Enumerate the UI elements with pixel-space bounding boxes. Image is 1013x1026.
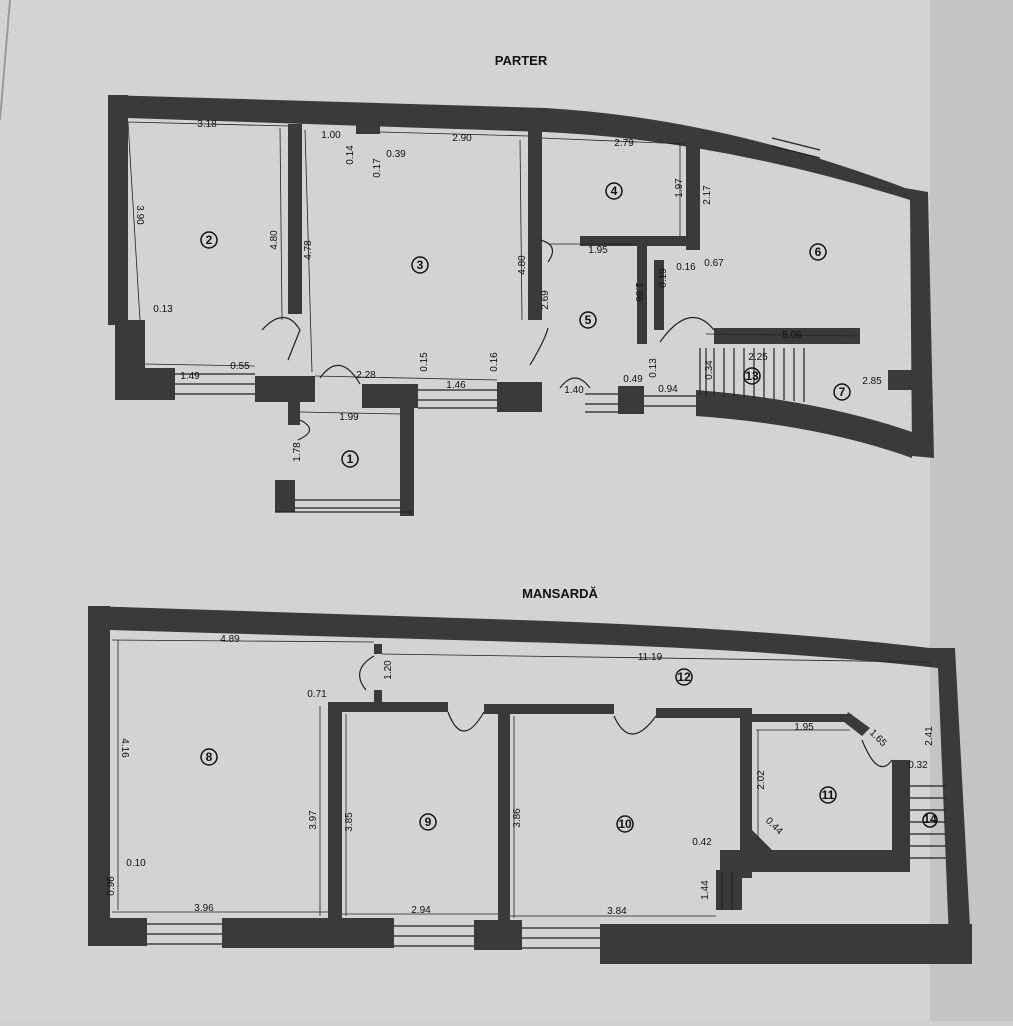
dim-label: 4.89: [220, 634, 240, 645]
dim-label: 0.42: [692, 837, 712, 848]
dim-label: 3.90: [134, 205, 145, 225]
dim-label: 3.84: [607, 906, 627, 917]
dim-label: 3.96: [194, 903, 214, 914]
dim-label: 1.95: [794, 722, 814, 733]
dim-label: 1.99: [339, 412, 359, 423]
dim-label: 0.15: [419, 352, 430, 372]
dim-label: 2.02: [756, 770, 767, 790]
room-11-label: 11: [822, 788, 835, 802]
dim-label: 0.16: [489, 352, 500, 372]
dim-label: 2.28: [356, 370, 376, 381]
room-14-label: 14: [923, 812, 937, 826]
dim-label: 0.55: [230, 361, 250, 372]
dim-label: 2.85: [862, 376, 882, 387]
dim-label: 0.39: [386, 149, 406, 160]
dim-label: 0.13: [153, 304, 173, 315]
room-5-label: 5: [585, 313, 592, 327]
dim-label: 2.94: [411, 905, 431, 916]
dim-label: 2.79: [614, 138, 634, 149]
dim-label: 0.16: [676, 262, 696, 273]
dim-label: 0.32: [908, 760, 928, 771]
room-8-label: 8: [206, 750, 213, 764]
dim-label: 3.85: [344, 812, 355, 832]
room-7-label: 7: [839, 385, 846, 399]
dim-label: 11.19: [638, 652, 663, 663]
dim-label: 4.80: [517, 255, 528, 275]
dim-label: 4.78: [303, 240, 314, 260]
dim-label: 2.69: [540, 290, 551, 310]
dim-label: 2.17: [702, 185, 713, 205]
dim-label: 5.06: [782, 330, 802, 341]
room-1-label: 1: [347, 452, 354, 466]
mansarda-dimensions: 4.89 1.20 0.71 11.19 4.16 3.97 3.85 3.86…: [106, 634, 935, 917]
dim-label: 0.19: [658, 268, 669, 288]
dim-label: 1.95: [588, 245, 608, 256]
dim-label: 1.86: [633, 282, 644, 302]
dim-label: 1.49: [180, 371, 200, 382]
dim-label: 0.34: [704, 360, 715, 380]
dim-label: 0.71: [307, 689, 327, 700]
dim-label: 1.97: [674, 178, 685, 198]
room-12-label: 12: [677, 670, 691, 684]
dim-label: 3.86: [512, 808, 523, 828]
mansarda-title: MANSARDĂ: [522, 586, 598, 601]
dim-label: 2.90: [452, 133, 472, 144]
dim-label: 0.96: [106, 876, 117, 896]
dim-label: 1.40: [564, 385, 584, 396]
room-4-label: 4: [611, 184, 618, 198]
dim-label: 1.78: [292, 442, 303, 462]
mansarda-room-labels: 8 9 10 11 12 14: [200, 668, 938, 833]
dim-label: 4.16: [119, 738, 130, 758]
dim-label: 4.80: [269, 230, 280, 250]
dim-label: 3.97: [308, 810, 319, 830]
parter-title: PARTER: [495, 53, 548, 68]
room-6-label: 6: [815, 245, 822, 259]
dim-label: 0.10: [126, 858, 146, 869]
dim-label: 3.18: [197, 119, 217, 130]
room-3-label: 3: [417, 258, 424, 272]
parter-plan: [108, 95, 934, 516]
dim-label: 1.20: [383, 660, 394, 680]
dim-label: 0.14: [345, 145, 356, 165]
dim-label: 0.94: [658, 384, 678, 395]
dim-label: 1.44: [700, 880, 711, 900]
dim-label: 2.25: [748, 352, 768, 363]
room-13-label: 13: [745, 369, 759, 383]
mansarda-plan: [88, 606, 972, 964]
dim-label: 0.13: [648, 358, 659, 378]
room-9-label: 9: [425, 815, 432, 829]
parter-room-labels: 1 2 3 4 5 6 7 13: [200, 182, 851, 468]
dim-label: 0.49: [623, 374, 643, 385]
parter-dimensions: 3.18 3.90 0.13 4.80 4.78 1.00 0.14 0.17 …: [134, 119, 882, 462]
dim-label: 1.00: [321, 130, 341, 141]
dim-label: 2.41: [924, 726, 935, 746]
room-10-label: 10: [618, 817, 632, 831]
dim-label: 0.67: [704, 258, 724, 269]
dim-label: 1.46: [446, 380, 466, 391]
room-2-label: 2: [206, 233, 213, 247]
dim-label: 0.17: [372, 158, 383, 178]
